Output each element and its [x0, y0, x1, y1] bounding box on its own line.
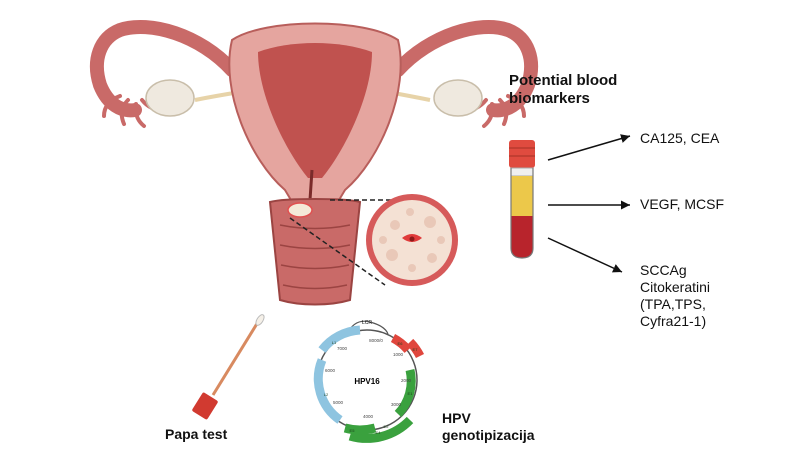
vaginal-rugae [279, 224, 351, 290]
tick-label: 2000 [401, 378, 412, 383]
gene-l2-arc [313, 358, 343, 424]
tube-cap [509, 140, 535, 168]
gene-l1-arc [318, 325, 361, 353]
zoom-line-bottom [289, 217, 386, 286]
tick-label: 7000 [337, 346, 348, 351]
blood-tube [509, 140, 535, 259]
gene-label: E6 [398, 341, 404, 346]
arrow-to-ca125 [547, 134, 631, 161]
biomarker-line: SCCAg [640, 262, 687, 278]
tick-label: 1000 [393, 352, 404, 357]
uterus-illustration [89, 20, 539, 306]
vagina [268, 198, 362, 306]
papa-test-label: Papa test [165, 426, 228, 442]
tick-label: 6000 [325, 368, 336, 373]
gene-e1-arc [394, 368, 416, 418]
gene-label: E5 [350, 428, 356, 433]
biomarker-sccag-group: SCCAg Citokeratini (TPA,TPS, Cyfra21-1) [640, 262, 760, 330]
left-fimbriae [102, 94, 164, 128]
gene-label: L1 [332, 340, 337, 345]
biomarker-ca125-cea: CA125, CEA [640, 130, 720, 146]
biomarker-vegf-mcsf: VEGF, MCSF [640, 196, 725, 212]
blood-layer [511, 216, 533, 258]
left-ovary [145, 79, 195, 117]
arrow-to-sccag [547, 237, 623, 273]
biomarker-line: Citokeratini [640, 279, 711, 295]
plasmid-name: HPV16 [354, 377, 380, 386]
gene-label: E2 [384, 424, 390, 429]
right-ovary [433, 79, 483, 117]
tick-label: 5000 [333, 400, 344, 405]
hpv16-plasmid-map: LCR HPV16 8000/0 1000 2000 3000 4000 500… [313, 320, 425, 443]
blood-biomarkers-title: Potential blood biomarkers [509, 72, 618, 107]
gene-e5-arc [343, 423, 377, 435]
tick-label: 4000 [363, 414, 374, 419]
serum-layer [511, 176, 533, 216]
lcr-label: LCR [362, 320, 372, 326]
tick-label: 3000 [391, 402, 402, 407]
hpv-genotyping-label: HPV genotipizacija [442, 410, 535, 443]
gene-label: E4 [376, 430, 382, 435]
gene-e6-arc [390, 334, 412, 354]
gene-e2-arc [348, 416, 414, 443]
tick-label: 8000/0 [369, 338, 383, 343]
biomarker-line: Cyfra21-1) [640, 313, 707, 329]
cervical-lesion [287, 202, 313, 218]
uterine-cavity [258, 43, 372, 178]
cervix-closeup [366, 194, 458, 286]
gene-label: E7 [413, 347, 419, 352]
gene-label: E1 [408, 391, 414, 396]
biomarker-line: (TPA,TPS, [640, 296, 706, 312]
right-fimbriae [464, 94, 526, 128]
papa-test-swab [192, 314, 265, 420]
gene-e7-arc [406, 338, 425, 359]
gene-label: L2 [324, 392, 329, 397]
